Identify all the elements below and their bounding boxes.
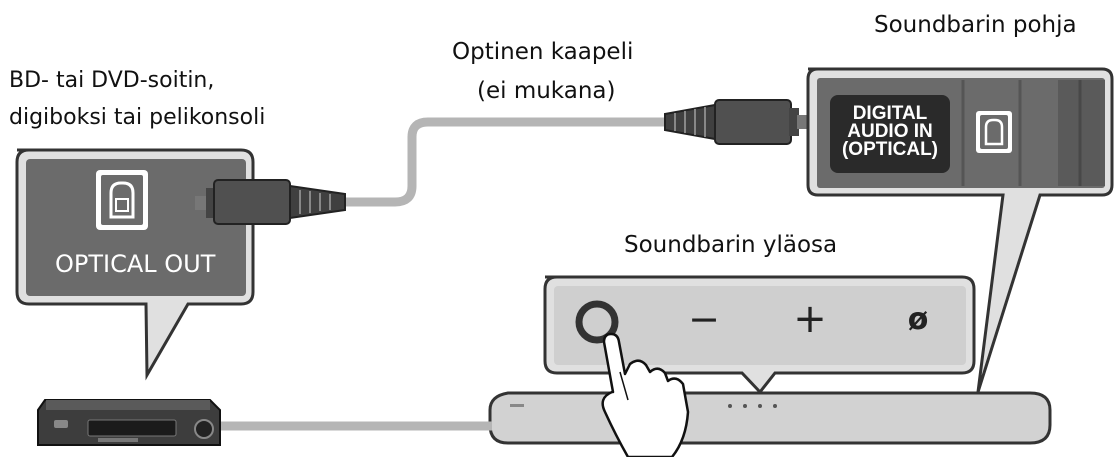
optical-out-label: OPTICAL OUT bbox=[55, 250, 216, 278]
digital-audio-in-line3: (OPTICAL) bbox=[841, 139, 939, 160]
optical-cable bbox=[345, 117, 665, 207]
optical-plug-icon bbox=[195, 179, 346, 225]
digital-audio-in-line1: DIGITAL bbox=[852, 103, 928, 124]
digital-audio-in-line2: AUDIO IN bbox=[847, 121, 933, 142]
soundbar-top-title: Soundbarin yläosa bbox=[624, 232, 838, 258]
soundbar-top-callout bbox=[543, 275, 976, 395]
cable-label-line2: (ei mukana) bbox=[477, 78, 616, 104]
optical-port-icon bbox=[96, 170, 148, 230]
volume-down-button[interactable]: − bbox=[688, 297, 720, 341]
mic-off-button[interactable]: ø bbox=[907, 302, 929, 337]
cable-label-line1: Optinen kaapeli bbox=[452, 39, 634, 65]
power-button-icon[interactable] bbox=[575, 300, 619, 344]
volume-up-button[interactable]: + bbox=[793, 296, 827, 342]
optical-port-icon bbox=[976, 111, 1012, 153]
source-device bbox=[37, 399, 221, 446]
soundbar-bottom-title: Soundbarin pohja bbox=[874, 12, 1077, 38]
source-label-line1: BD- tai DVD-soitin, bbox=[9, 68, 215, 93]
source-label-line2: digiboksi tai pelikonsoli bbox=[9, 105, 266, 130]
digital-audio-in-label: DIGITAL AUDIO IN (OPTICAL) bbox=[830, 103, 950, 160]
soundbar bbox=[488, 391, 1052, 445]
optical-plug-icon bbox=[664, 99, 815, 145]
source-port-callout bbox=[15, 148, 255, 381]
hand-pointer-icon bbox=[601, 332, 690, 457]
soundbar-bottom-callout bbox=[806, 67, 1114, 393]
